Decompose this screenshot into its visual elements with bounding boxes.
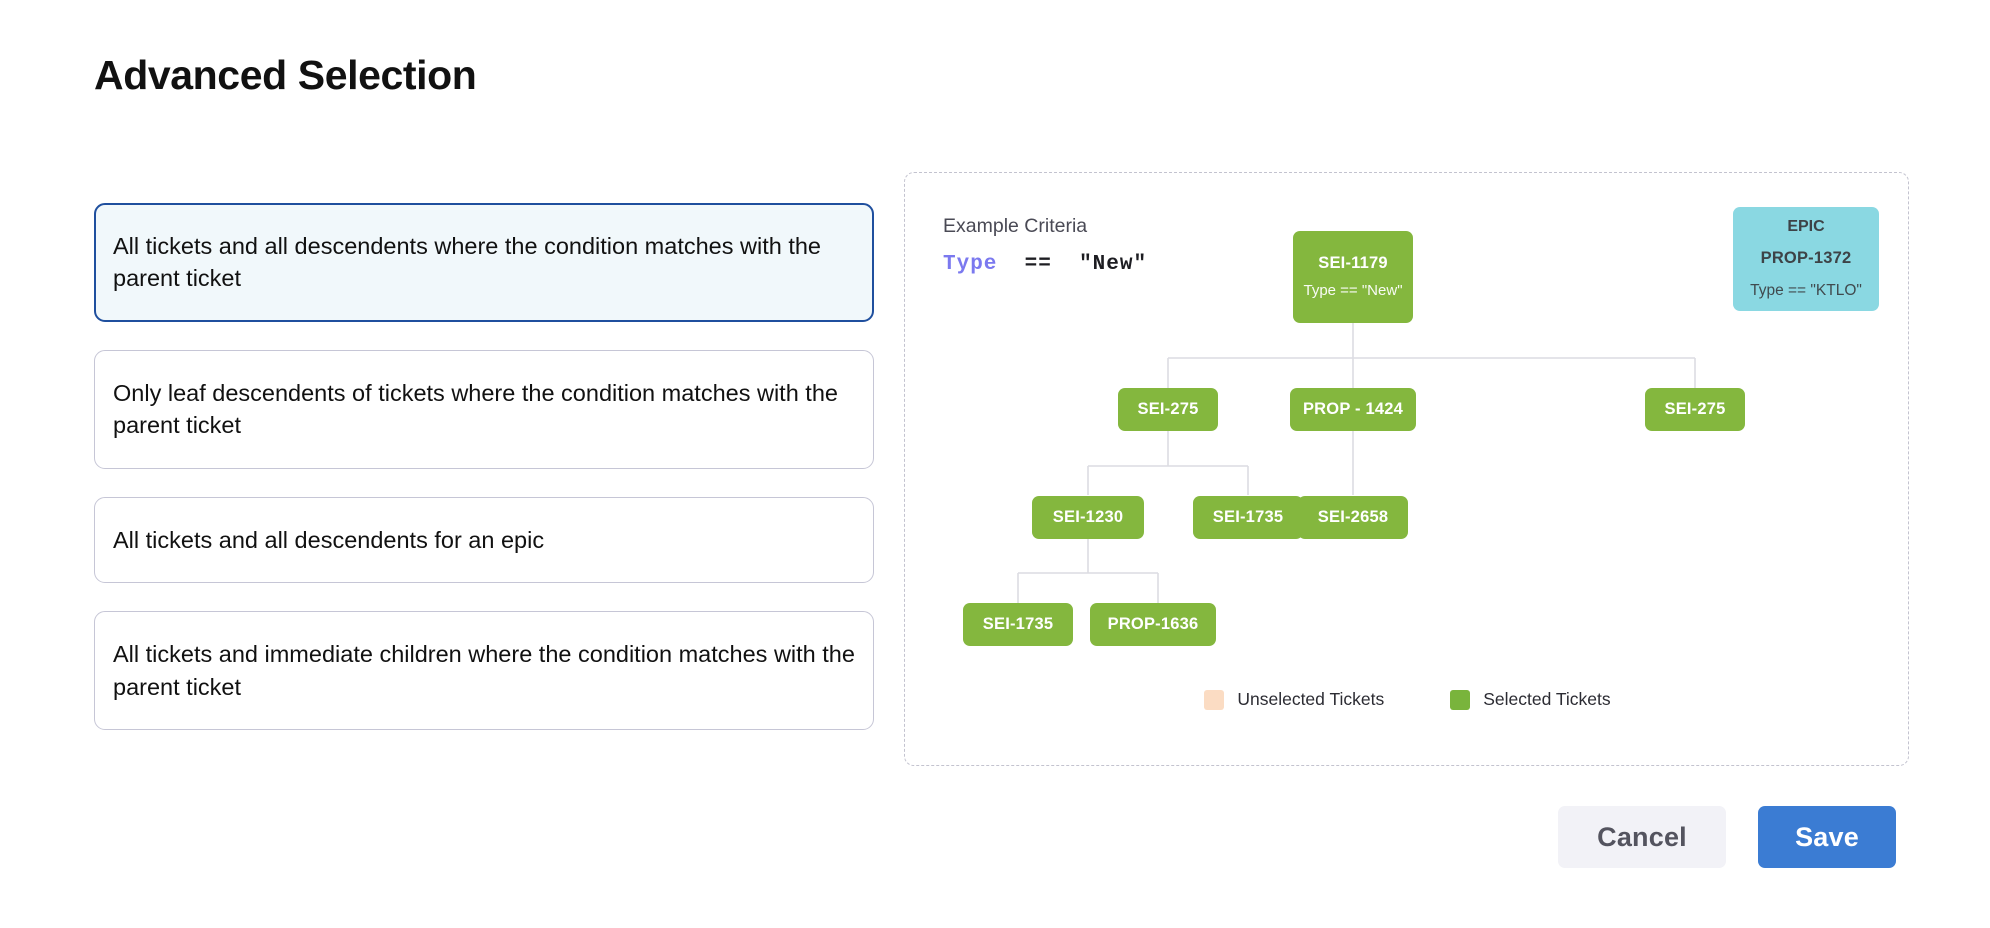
option-card-leaf-descendents[interactable]: Only leaf descendents of tickets where t… (94, 349, 874, 469)
option-label: All tickets and all descendents for an e… (113, 526, 545, 553)
tree-node-sei-1179[interactable]: SEI-1179 Type == "New" (1293, 231, 1413, 323)
tree-node-sei-2658[interactable]: SEI-2658 (1298, 496, 1408, 539)
selected-swatch-icon (1450, 689, 1471, 710)
node-condition: Type == "KTLO" (1750, 281, 1862, 299)
tree-node-prop-1636[interactable]: PROP-1636 (1090, 603, 1216, 646)
legend-label: Selected Tickets (1483, 689, 1611, 709)
node-id: SEI-1735 (1212, 508, 1284, 527)
tree-node-sei-1735-level4[interactable]: SEI-1735 (963, 603, 1073, 646)
criteria-value: "New" (1079, 253, 1148, 276)
node-id: SEI-275 (1664, 400, 1726, 419)
node-id: SEI-2658 (1317, 508, 1389, 527)
unselected-swatch-icon (1204, 689, 1225, 710)
legend-item-selected: Selected Tickets (1450, 689, 1611, 710)
node-id: SEI-1735 (982, 615, 1054, 634)
tree-node-sei-275-right[interactable]: SEI-275 (1645, 388, 1745, 431)
criteria-operator: == (1024, 253, 1052, 276)
option-label: Only leaf descendents of tickets where t… (113, 379, 838, 439)
node-id: PROP - 1424 (1302, 400, 1404, 419)
criteria-expression: Type == "New" (943, 253, 1147, 276)
diagram-legend: Unselected Tickets Selected Tickets (905, 689, 1910, 710)
example-diagram-panel: Example Criteria Type == "New" (904, 172, 1909, 766)
node-type-label: EPIC (1787, 218, 1825, 235)
node-id: PROP-1636 (1107, 615, 1199, 634)
option-card-all-descendents[interactable]: All tickets and all descendents where th… (94, 203, 874, 322)
criteria-label: Example Criteria (943, 215, 1088, 237)
tree-node-prop-1424[interactable]: PROP - 1424 (1290, 388, 1416, 431)
node-id: SEI-1230 (1052, 508, 1124, 527)
save-button[interactable]: Save (1758, 806, 1896, 868)
node-id: SEI-1179 (1318, 253, 1388, 272)
tree-node-sei-1735-level3[interactable]: SEI-1735 (1193, 496, 1303, 539)
dialog-footer: Cancel Save (1558, 806, 1896, 868)
selection-options-list: All tickets and all descendents where th… (94, 203, 874, 758)
legend-item-unselected: Unselected Tickets (1204, 689, 1384, 710)
option-card-immediate-children[interactable]: All tickets and immediate children where… (94, 611, 874, 730)
option-card-epic-descendents[interactable]: All tickets and all descendents for an e… (94, 496, 874, 584)
criteria-field: Type (943, 253, 998, 276)
page-title: Advanced Selection (94, 52, 477, 98)
cancel-button[interactable]: Cancel (1558, 806, 1726, 868)
node-id: PROP-1372 (1760, 249, 1852, 267)
tree-node-epic-prop-1372[interactable]: EPIC PROP-1372 Type == "KTLO" (1733, 207, 1879, 311)
legend-label: Unselected Tickets (1237, 689, 1385, 709)
tree-node-sei-1230[interactable]: SEI-1230 (1032, 496, 1144, 539)
option-label: All tickets and immediate children where… (113, 641, 855, 700)
node-condition: Type == "New" (1303, 282, 1403, 300)
node-id: SEI-275 (1137, 400, 1199, 419)
option-label: All tickets and all descendents where th… (113, 233, 822, 292)
tree-node-sei-275-left[interactable]: SEI-275 (1118, 388, 1218, 431)
